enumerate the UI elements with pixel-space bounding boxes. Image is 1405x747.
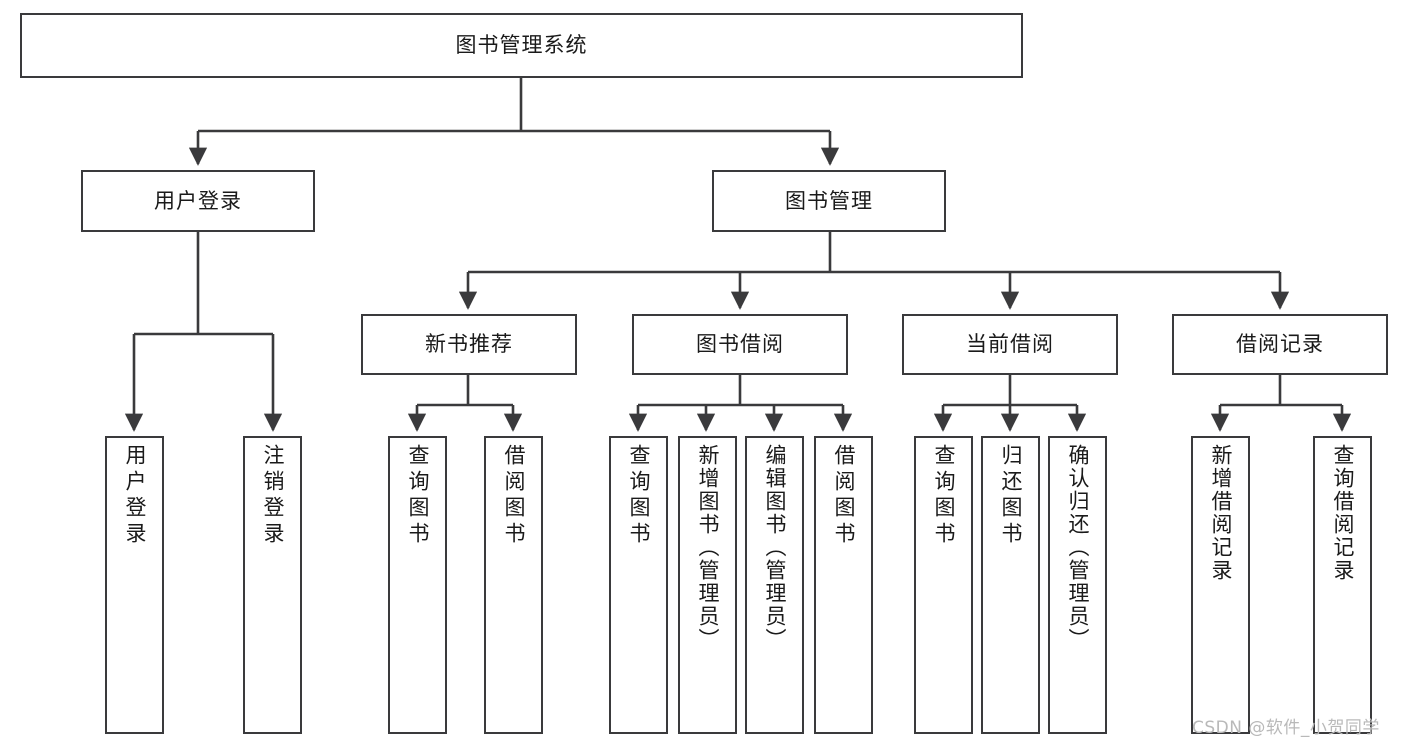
node-book-borrow[interactable]: 图书借阅 [632,314,848,375]
node-new-book-recommend-label: 新书推荐 [425,332,513,357]
node-root-system-label: 图书管理系统 [455,33,588,58]
node-borrow-record[interactable]: 借阅记录 [1172,314,1388,375]
node-leaf-query-book-2[interactable]: 查询图书 [609,436,668,734]
node-leaf-edit-book-label: 编辑图书（管理员） [763,444,787,651]
node-leaf-confirm-return[interactable]: 确认归还（管理员） [1048,436,1107,734]
node-leaf-user-logout-label: 注销登录 [261,444,285,548]
node-leaf-return-book[interactable]: 归还图书 [981,436,1040,734]
node-book-borrow-label: 图书借阅 [696,332,784,357]
node-root-system[interactable]: 图书管理系统 [20,13,1023,78]
node-leaf-query-book-2-label: 查询图书 [627,444,651,548]
node-user-login[interactable]: 用户登录 [81,170,315,232]
node-book-management-label: 图书管理 [785,188,873,213]
node-current-borrow[interactable]: 当前借阅 [902,314,1118,375]
node-leaf-query-record[interactable]: 查询借阅记录 [1313,436,1372,734]
watermark-text: CSDN @软件_小贺同学 [1192,718,1380,738]
node-leaf-user-login[interactable]: 用户登录 [105,436,164,734]
node-borrow-record-label: 借阅记录 [1236,332,1324,357]
node-book-management[interactable]: 图书管理 [712,170,946,232]
node-leaf-borrow-book-1[interactable]: 借阅图书 [484,436,543,734]
node-leaf-query-book-1-label: 查询图书 [406,444,430,548]
node-leaf-borrow-book-1-label: 借阅图书 [502,444,526,548]
node-leaf-return-book-label: 归还图书 [999,444,1023,548]
node-leaf-user-logout[interactable]: 注销登录 [243,436,302,734]
node-leaf-user-login-label: 用户登录 [123,444,147,548]
node-current-borrow-label: 当前借阅 [966,332,1054,357]
node-leaf-add-book-label: 新增图书（管理员） [696,444,720,651]
node-leaf-add-book[interactable]: 新增图书（管理员） [678,436,737,734]
node-leaf-query-book-3-label: 查询图书 [932,444,956,548]
node-leaf-add-record-label: 新增借阅记录 [1209,444,1233,582]
node-new-book-recommend[interactable]: 新书推荐 [361,314,577,375]
node-leaf-confirm-return-label: 确认归还（管理员） [1066,444,1090,651]
node-leaf-edit-book[interactable]: 编辑图书（管理员） [745,436,804,734]
node-leaf-borrow-book-2-label: 借阅图书 [832,444,856,548]
node-user-login-label: 用户登录 [154,188,242,213]
node-leaf-query-book-1[interactable]: 查询图书 [388,436,447,734]
node-leaf-add-record[interactable]: 新增借阅记录 [1191,436,1250,734]
node-leaf-query-book-3[interactable]: 查询图书 [914,436,973,734]
node-leaf-query-record-label: 查询借阅记录 [1331,444,1355,582]
node-leaf-borrow-book-2[interactable]: 借阅图书 [814,436,873,734]
